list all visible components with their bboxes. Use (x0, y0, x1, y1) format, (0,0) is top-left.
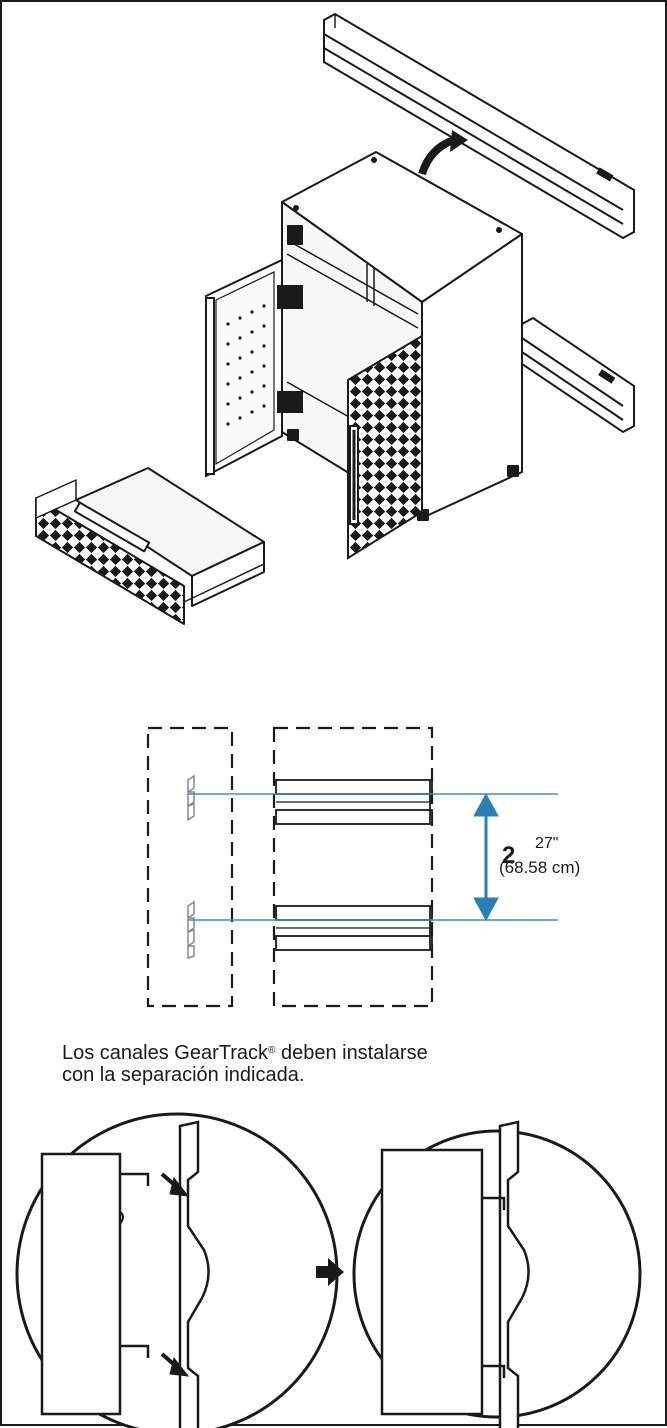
cabinet-front-outline (272, 726, 434, 1008)
upper-channel-profile (275, 779, 433, 825)
lower-hook-profile (187, 900, 195, 960)
spacing-diagram (146, 726, 434, 1008)
lower-geartrack-channel (521, 316, 635, 434)
cabinet (281, 151, 523, 521)
caption-line-2: con la separación indicada. (62, 1064, 305, 1086)
cabinet-left-door (205, 258, 303, 478)
dimension-arrow (473, 792, 499, 922)
caption-line-1: Los canales GearTrack® deben instalarse (62, 1042, 542, 1064)
upper-hook-profile (187, 774, 195, 822)
cabinet-right-door (347, 334, 423, 560)
caption-text-after-mark: deben instalarse (275, 1042, 428, 1064)
wall-side-outline (146, 726, 234, 1008)
instruction-caption: Los canales GearTrack® deben instalarse … (62, 1042, 542, 1086)
registered-mark: ® (268, 1045, 276, 1056)
caption-text-before-mark: Los canales GearTrack (62, 1042, 269, 1064)
detail-after (352, 1120, 642, 1428)
measurement-lines (188, 793, 558, 921)
lower-channel-profile (275, 905, 433, 951)
mount-arrow (418, 130, 468, 176)
hook-arrows (160, 1172, 190, 1377)
drawer (35, 467, 265, 625)
step-number: 2 (502, 842, 516, 869)
dimension-centimeters: (68.58 cm) (499, 858, 581, 877)
upper-geartrack-channel (323, 12, 635, 240)
detail-before (15, 1112, 339, 1428)
transition-arrow (316, 1258, 344, 1286)
dimension-inches: 27" (535, 835, 559, 852)
